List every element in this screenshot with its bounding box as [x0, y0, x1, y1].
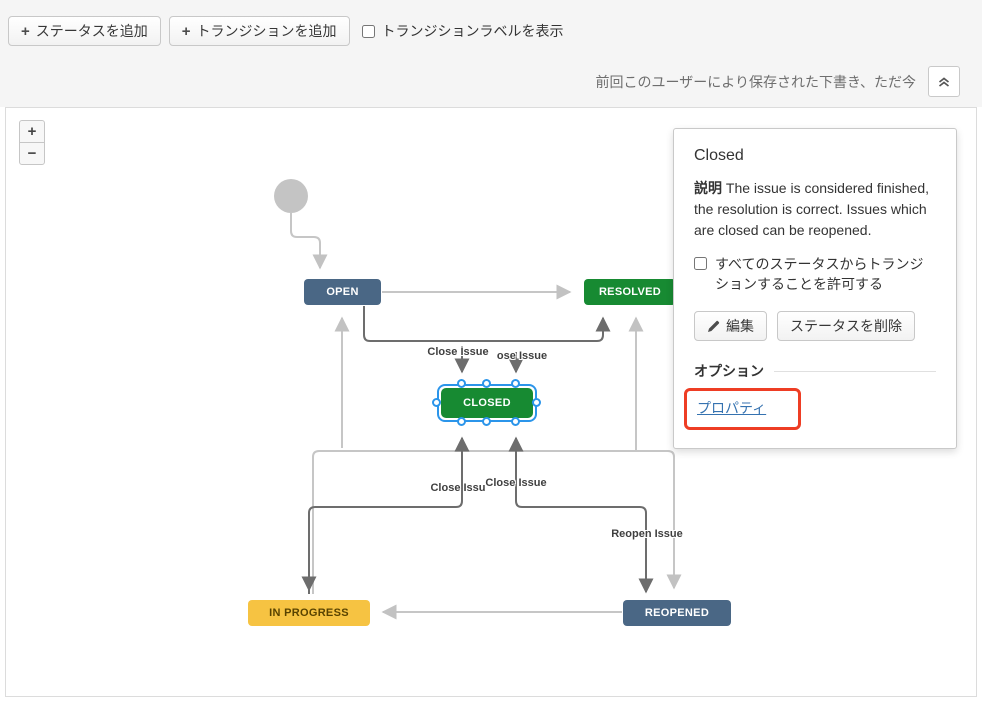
- edit-status-button[interactable]: 編集: [694, 311, 767, 341]
- transition-label-close-issue-truncated[interactable]: ose Issue: [496, 350, 548, 362]
- allow-all-transitions-label: すべてのステータスからトランジションすることを許可する: [715, 256, 924, 292]
- description-text: The issue is considered finished, the re…: [694, 180, 929, 238]
- pencil-icon: [707, 320, 720, 333]
- selection-handle[interactable]: [511, 417, 520, 426]
- start-node[interactable]: [274, 179, 308, 213]
- status-node-resolved[interactable]: RESOLVED: [584, 279, 676, 305]
- plus-icon: +: [21, 22, 30, 40]
- delete-status-label: ステータスを削除: [790, 318, 902, 334]
- selection-handle[interactable]: [457, 379, 466, 388]
- delete-status-button[interactable]: ステータスを削除: [777, 311, 915, 341]
- add-status-label: ステータスを追加: [35, 23, 148, 39]
- status-description: 説明 The issue is considered finished, the…: [694, 178, 936, 241]
- status-node-reopened[interactable]: REOPENED: [623, 600, 731, 626]
- description-label: 説明: [694, 180, 722, 196]
- workflow-canvas[interactable]: + − OPEN RESOLVED IN PROGRESS: [5, 107, 977, 697]
- add-status-button[interactable]: + ステータスを追加: [8, 16, 161, 46]
- selection-handle[interactable]: [482, 379, 491, 388]
- panel-title: Closed: [694, 147, 744, 164]
- show-transition-labels-checkbox[interactable]: [361, 24, 375, 38]
- plus-icon: +: [181, 22, 191, 40]
- status-node-closed[interactable]: CLOSED: [441, 388, 533, 418]
- status-node-in-progress[interactable]: IN PROGRESS: [248, 600, 370, 626]
- chevron-double-up-icon: [937, 76, 951, 88]
- transition-label-close-issue-truncated[interactable]: Close Issu: [430, 482, 486, 494]
- properties-link[interactable]: プロパティ: [697, 400, 767, 416]
- annotation-red-box: プロパティ: [684, 388, 802, 430]
- zoom-controls: + −: [19, 120, 45, 165]
- transition-edges: [290, 213, 682, 620]
- selection-handle[interactable]: [511, 379, 520, 388]
- toolbar: + ステータスを追加 + トランジションを追加 トランジションラベルを表示 前回…: [0, 0, 982, 107]
- status-detail-panel: Closed 説明 The issue is considered finish…: [673, 128, 957, 449]
- add-transition-label: トランジションを追加: [196, 23, 337, 39]
- options-heading: オプション: [694, 363, 764, 379]
- transition-label-close-issue[interactable]: Close Issue: [427, 346, 489, 358]
- selection-handle[interactable]: [432, 398, 441, 407]
- selection-handle[interactable]: [482, 417, 491, 426]
- edit-status-label: 編集: [726, 318, 754, 334]
- draft-save-message: 前回このユーザーにより保存された下書き、ただ今: [595, 73, 916, 90]
- status-node-open[interactable]: OPEN: [304, 279, 381, 305]
- zoom-in-button[interactable]: +: [19, 120, 45, 143]
- show-transition-labels-label: トランジションラベルを表示: [381, 23, 564, 39]
- add-transition-button[interactable]: + トランジションを追加: [168, 16, 350, 46]
- selection-handle[interactable]: [532, 398, 541, 407]
- selection-handle[interactable]: [457, 417, 466, 426]
- transition-label-reopen-issue[interactable]: Reopen Issue: [611, 528, 683, 540]
- allow-all-transitions-checkbox[interactable]: [694, 257, 707, 270]
- transition-label-close-issue[interactable]: Close Issue: [485, 477, 547, 489]
- options-divider: [774, 370, 936, 372]
- collapse-panel-button[interactable]: [928, 66, 960, 97]
- zoom-out-button[interactable]: −: [19, 142, 45, 165]
